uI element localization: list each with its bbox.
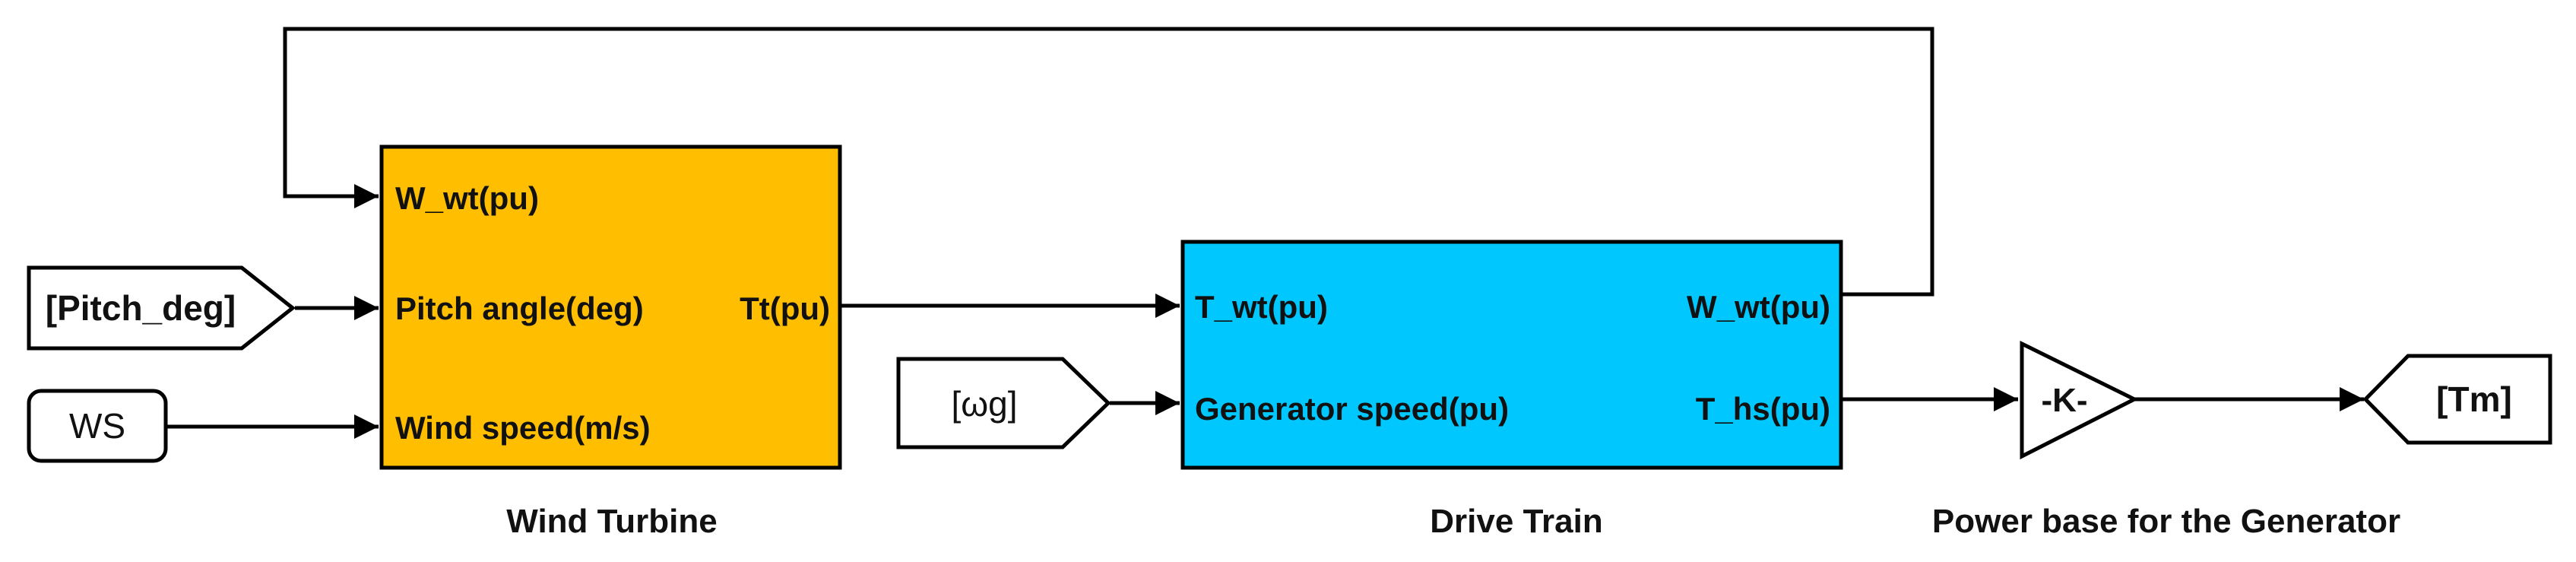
wt-output-tt: Tt(pu) bbox=[740, 291, 830, 326]
tm-tag-label: [Tm] bbox=[2436, 379, 2512, 419]
wind-speed-tag-label: WS bbox=[69, 406, 125, 446]
gain-triangle[interactable] bbox=[2020, 340, 2139, 460]
wt-input-wind-speed: Wind speed(m/s) bbox=[395, 410, 651, 446]
gain-caption: Power base for the Generator bbox=[1932, 503, 2400, 540]
drive-train-body[interactable] bbox=[1180, 240, 1843, 470]
wind-turbine-body[interactable] bbox=[379, 144, 842, 470]
drive-train-block[interactable]: T_wt(pu) Generator speed(pu) W_wt(pu) T_… bbox=[1180, 240, 1843, 470]
feedback-wire bbox=[283, 27, 1934, 297]
gain-block[interactable]: -K- bbox=[2020, 340, 2139, 460]
dt-input-gen-speed: Generator speed(pu) bbox=[1195, 391, 1509, 427]
drive-train-caption: Drive Train bbox=[1430, 503, 1602, 540]
omega-g-tag-label: [ωg] bbox=[951, 384, 1017, 424]
wind-turbine-block[interactable]: W_wt(pu) Pitch angle(deg) Wind speed(m/s… bbox=[379, 144, 842, 470]
dt-output-w-wt: W_wt(pu) bbox=[1687, 289, 1830, 325]
tm-goto-tag[interactable]: [Tm] bbox=[2362, 354, 2552, 445]
dt-input-t-wt: T_wt(pu) bbox=[1195, 289, 1328, 325]
wt-input-w-wt: W_wt(pu) bbox=[395, 180, 539, 216]
pitch-tag-label: [Pitch_deg] bbox=[46, 288, 236, 328]
dt-output-t-hs: T_hs(pu) bbox=[1696, 391, 1830, 427]
pitch-from-tag[interactable]: [Pitch_deg] bbox=[27, 265, 296, 351]
gain-label: -K- bbox=[2041, 382, 2087, 419]
omega-g-from-tag[interactable]: [ωg] bbox=[896, 357, 1111, 449]
wind-turbine-caption: Wind Turbine bbox=[506, 503, 717, 540]
wt-input-pitch: Pitch angle(deg) bbox=[395, 291, 644, 326]
wind-speed-from-tag[interactable]: WS bbox=[27, 389, 168, 463]
